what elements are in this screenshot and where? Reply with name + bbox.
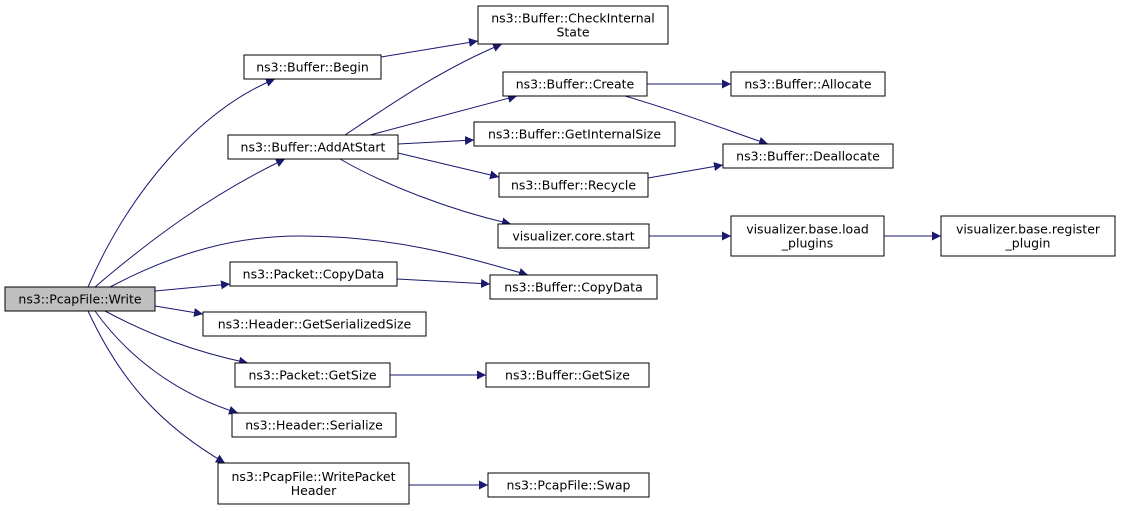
node-label: ns3::Header::Serialize [245, 418, 383, 433]
node-recycle[interactable]: ns3::Buffer::Recycle [498, 172, 649, 198]
node-box [229, 261, 398, 287]
node-packetcopydata[interactable]: ns3::Packet::CopyData [229, 261, 398, 287]
node-box [498, 172, 649, 198]
edge-addatstart-to-getinternalsize [397, 135, 475, 145]
edge-begin-to-checkinternal [380, 38, 479, 58]
node-box [497, 223, 650, 249]
node-addatstart[interactable]: ns3::Buffer::AddAtStart [227, 134, 399, 160]
node-box [730, 215, 885, 257]
edge-write-to-packetgetsize [104, 310, 249, 366]
node-serialize[interactable]: ns3::Header::Serialize [231, 412, 397, 438]
node-label: ns3::Buffer::GetSize [505, 368, 630, 383]
node-swap[interactable]: ns3::PcapFile::Swap [487, 472, 650, 498]
node-box [243, 54, 382, 80]
node-loadplugins[interactable]: visualizer.base.load_plugins [730, 215, 885, 257]
node-box [234, 362, 391, 388]
node-label: _plugin [1005, 236, 1051, 251]
node-label: ns3::Buffer::Allocate [744, 77, 872, 92]
node-label: ns3::Buffer::Begin [256, 60, 369, 75]
node-label: ns3::Buffer::CheckInternal [491, 11, 655, 26]
edge-write-to-buffercopydata [109, 235, 529, 288]
node-label: Header [291, 483, 337, 498]
node-box [4, 286, 156, 312]
node-box [202, 311, 427, 337]
node-deallocate[interactable]: ns3::Buffer::Deallocate [722, 143, 894, 169]
node-label: ns3::PcapFile::WritePacket [231, 469, 395, 484]
node-box [227, 134, 399, 160]
edge-addatstart-to-recycle [397, 152, 500, 180]
node-label: ns3::Buffer::Create [516, 77, 635, 92]
edge-addatstart-to-checkinternal [344, 43, 503, 136]
node-box [485, 362, 650, 388]
node-box [217, 462, 410, 505]
node-allocate[interactable]: ns3::Buffer::Allocate [730, 71, 886, 97]
edge-write-to-begin [87, 78, 276, 288]
node-label: visualizer.base.register [956, 222, 1101, 237]
node-box [487, 472, 650, 498]
node-getserializedsize[interactable]: ns3::Header::GetSerializedSize [202, 311, 427, 337]
node-buffercopydata[interactable]: ns3::Buffer::CopyData [489, 274, 658, 300]
edge-addatstart-to-vizstart [339, 158, 512, 227]
edges-layer [87, 38, 941, 490]
node-label: ns3::PcapFile::Swap [507, 478, 631, 493]
node-label: ns3::Buffer::CopyData [504, 280, 643, 295]
node-vizstart[interactable]: visualizer.core.start [497, 223, 650, 249]
node-label: ns3::Buffer::AddAtStart [241, 140, 386, 155]
edge-create-to-deallocate [624, 95, 769, 146]
node-label: ns3::Buffer::GetInternalSize [488, 127, 661, 142]
node-label: ns3::Buffer::Recycle [511, 178, 636, 193]
node-packetgetsize[interactable]: ns3::Packet::GetSize [234, 362, 391, 388]
node-box [473, 121, 676, 147]
edge-addatstart-to-create [369, 93, 518, 136]
node-getinternalsize[interactable]: ns3::Buffer::GetInternalSize [473, 121, 676, 147]
node-label: ns3::PcapFile::Write [18, 292, 141, 307]
node-label: ns3::Header::GetSerializedSize [218, 317, 412, 332]
node-box [489, 274, 658, 300]
node-label: ns3::Packet::CopyData [243, 267, 385, 282]
nodes-layer: ns3::PcapFile::Writens3::Buffer::Beginns… [4, 5, 1116, 505]
node-box [730, 71, 886, 97]
node-begin[interactable]: ns3::Buffer::Begin [243, 54, 382, 80]
node-label: visualizer.core.start [512, 229, 634, 244]
node-label: State [556, 25, 589, 40]
node-label: ns3::Packet::GetSize [248, 368, 376, 383]
edge-write-to-getserializedsize [154, 305, 204, 317]
node-box [502, 71, 648, 97]
node-box [722, 143, 894, 169]
node-box [477, 5, 669, 45]
node-label: ns3::Buffer::Deallocate [736, 149, 880, 164]
node-label: visualizer.base.load [746, 222, 869, 237]
node-write[interactable]: ns3::PcapFile::Write [4, 286, 156, 312]
node-box [940, 215, 1116, 257]
edge-write-to-addatstart [94, 158, 286, 288]
node-registerplugin[interactable]: visualizer.base.register_plugin [940, 215, 1116, 257]
node-buffergetsize[interactable]: ns3::Buffer::GetSize [485, 362, 650, 388]
node-create[interactable]: ns3::Buffer::Create [502, 71, 648, 97]
edge-write-to-packetcopydata [154, 280, 231, 292]
edge-write-to-serialize [94, 310, 239, 415]
edge-packetcopydata-to-buffercopydata [396, 278, 491, 289]
edge-write-to-writepacketheader [87, 310, 226, 464]
node-label: _plugins [781, 236, 833, 251]
node-box [231, 412, 397, 438]
edge-recycle-to-deallocate [647, 162, 724, 179]
